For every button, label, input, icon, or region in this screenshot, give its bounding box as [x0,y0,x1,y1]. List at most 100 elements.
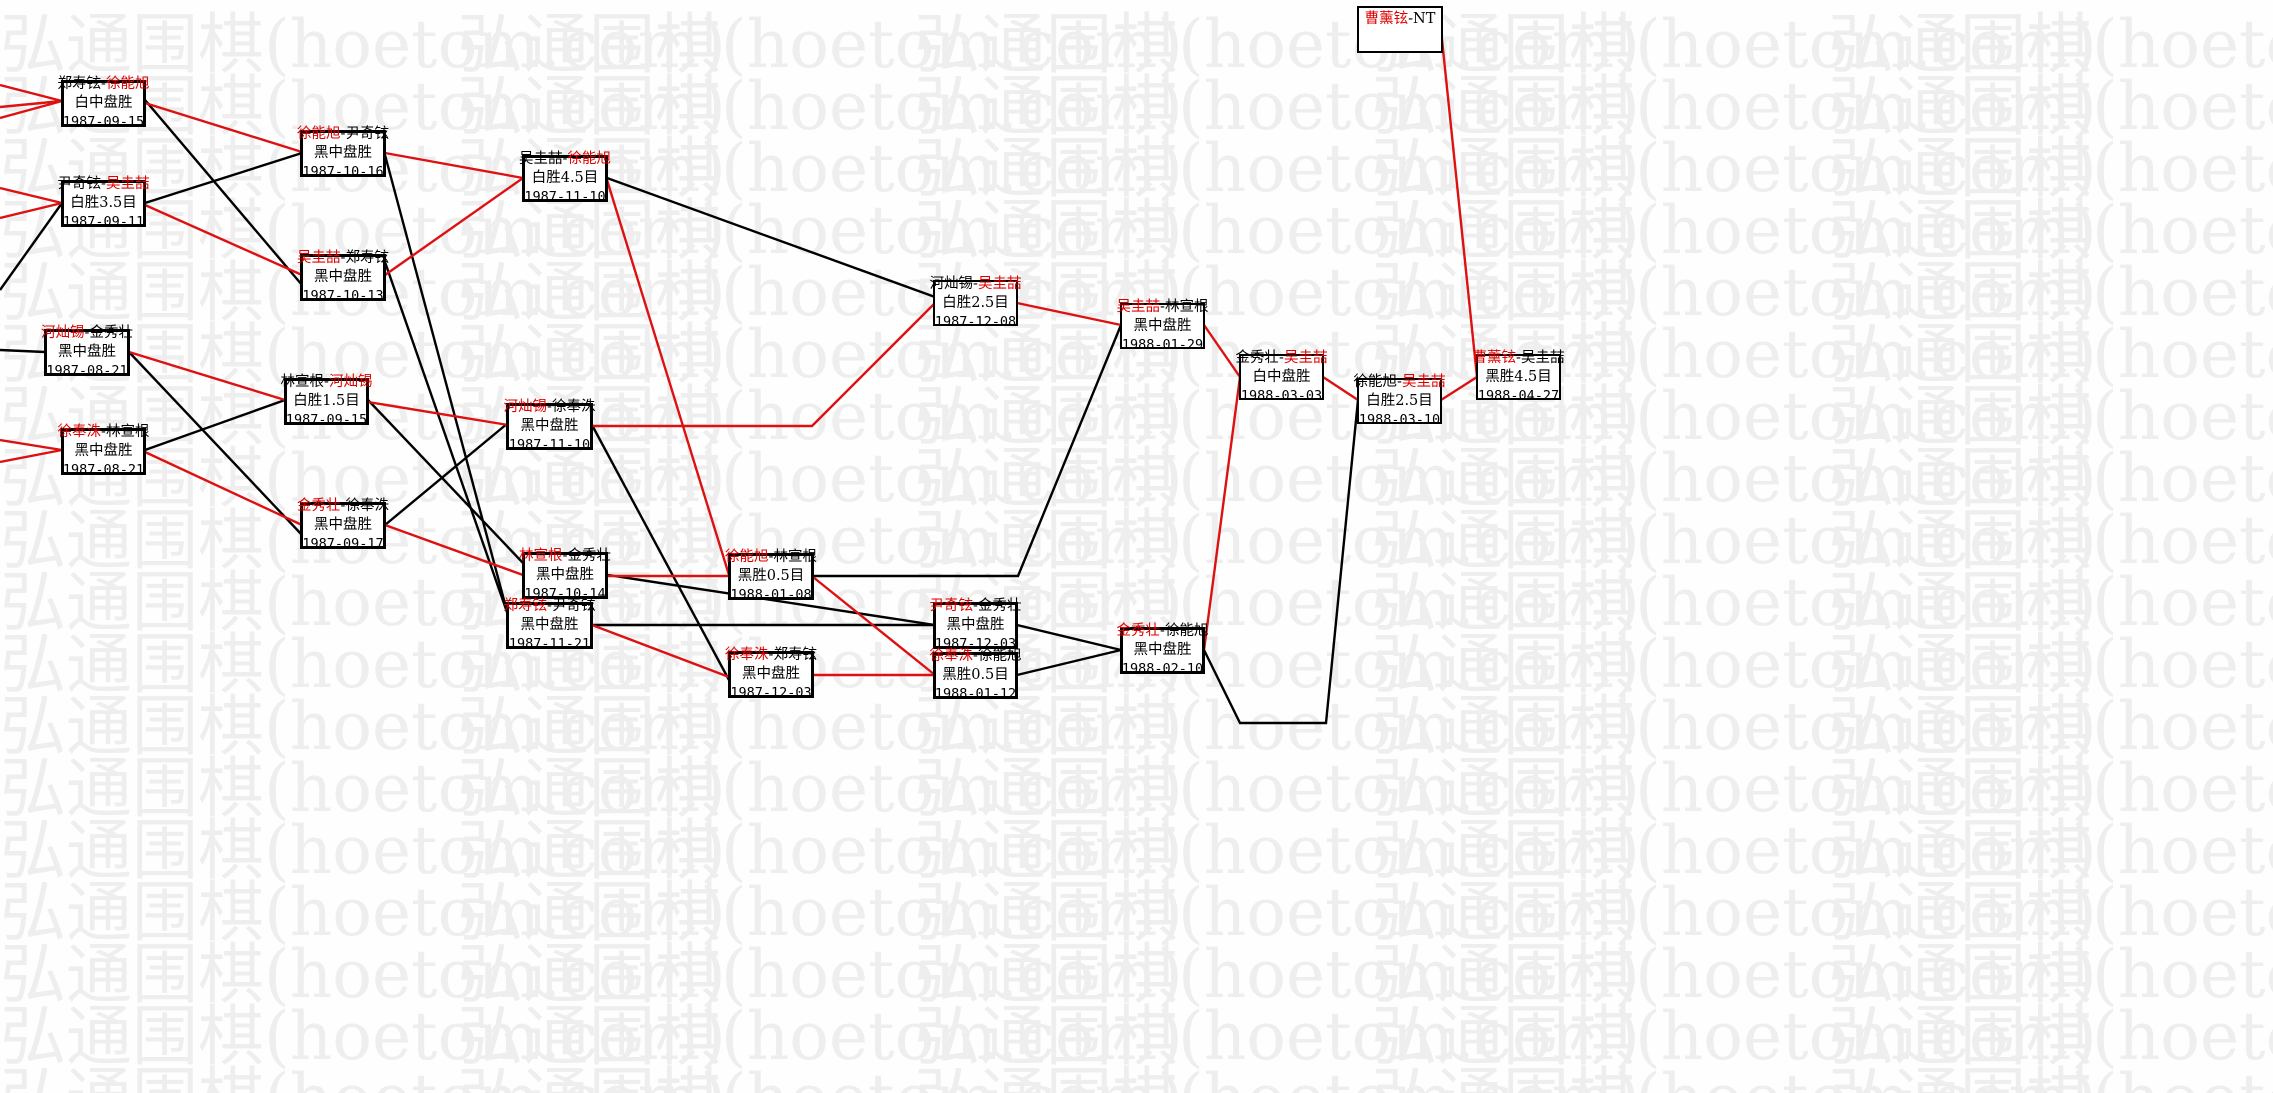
game-players: 林宣根-金秀壮 [519,547,611,566]
player-separator: - [973,648,978,664]
game-players: 徐能旭-林宣根 [725,548,817,567]
white-player: NT [1413,11,1436,27]
black-player: 徐奉洙 [929,648,974,664]
link-line [0,348,46,354]
black-player: 金秀壮 [1235,349,1280,366]
player-separator: - [101,424,106,440]
game-players: 吴圭喆-郑寿铉 [297,249,389,268]
player-separator: - [84,325,90,341]
player-separator: - [1279,349,1284,366]
game-date: 1987-12-03 [934,636,1017,652]
link-line [0,186,63,205]
link-line [0,438,63,452]
player-separator: - [768,549,774,565]
link-line [812,576,936,676]
game-node[interactable]: 徐能旭-林宣根黑胜0.5目 1988-01-08 [725,549,817,603]
player-separator: - [1397,373,1402,390]
white-player: 林宣根 [773,549,817,565]
white-player: 金秀壮 [977,598,1022,614]
black-player: 尹奇铉 [57,176,102,192]
link-line [383,261,510,616]
white-player: 郑寿铉 [345,250,389,266]
black-player: 郑寿铉 [57,76,102,92]
game-result: 白胜1.5目 [293,393,360,409]
player-separator: - [101,176,106,192]
game-result: 黑中盘胜 [1133,642,1192,658]
link-line [144,203,303,277]
game-result: 黑中盘胜 [520,418,579,434]
link-line [384,177,524,276]
game-node[interactable]: 吴圭喆-徐能旭白胜4.5目 1987-11-10 [519,151,611,205]
white-player: 徐奉洙 [551,399,596,415]
black-player: 吴圭喆 [297,250,341,266]
link-line [1440,375,1478,402]
player-separator: - [1160,298,1165,315]
black-player: 徐能旭 [1353,373,1398,390]
game-date: 1988-04-27 [1477,387,1560,404]
link-line [384,422,509,526]
game-result: 黑中盘胜 [74,443,133,459]
game-date: 1988-01-08 [730,587,812,603]
game-players: 林宣根-河灿锡 [281,373,373,392]
game-date: 1987-08-21 [46,363,128,379]
game-node[interactable]: 尹奇铉-金秀壮黑中盘胜 1987-12-03 [930,598,1022,652]
link-line [606,176,936,299]
game-result: 黑中盘胜 [314,145,372,161]
black-player: 徐能旭 [297,126,341,142]
black-player: 吴圭喆 [1116,298,1161,315]
link-line [1202,399,1360,725]
game-date: 1987-09-15 [62,114,145,130]
game-players: 郑寿铉-徐能旭 [58,75,150,94]
link-line [605,179,731,576]
game-players: 吴圭喆-徐能旭 [519,150,611,169]
game-result: 黑胜0.5目 [737,568,805,584]
game-result: 白胜4.5目 [531,170,599,186]
white-player: 尹奇铉 [345,126,389,142]
game-players: 曹薰铉-NT [1365,10,1436,29]
white-player: 河灿锡 [328,374,373,390]
player-separator: - [324,374,329,390]
game-players: 金秀壮-徐能旭 [1117,622,1209,641]
game-date: 1988-01-12 [934,686,1017,702]
game-date: 1987-11-10 [524,189,606,205]
game-node[interactable]: 曹薰铉-NT [1357,6,1443,53]
black-player: 林宣根 [519,548,563,564]
black-player: 徐奉洙 [725,647,769,663]
white-player: 郑寿铉 [773,647,817,663]
white-player: 吴圭喆 [1401,373,1446,390]
game-players: 徐能旭-尹奇铉 [297,125,389,144]
player-separator: - [768,647,774,663]
player-separator: - [547,399,552,415]
game-players: 尹奇铉-金秀壮 [930,597,1022,616]
game-date: 1987-10-13 [302,288,384,304]
game-result: 黑中盘胜 [946,617,1005,633]
black-player: 徐奉洙 [57,424,102,440]
link-line [0,99,63,109]
link-line [144,398,286,452]
white-player: 金秀壮 [89,325,133,341]
black-player: 河灿锡 [41,325,85,341]
white-player: 吴圭喆 [1283,349,1328,366]
black-player: 曹薰铉 [1364,11,1409,27]
white-player: 尹奇铉 [551,598,596,614]
game-players: 郑寿铉-尹奇铉 [504,597,596,616]
